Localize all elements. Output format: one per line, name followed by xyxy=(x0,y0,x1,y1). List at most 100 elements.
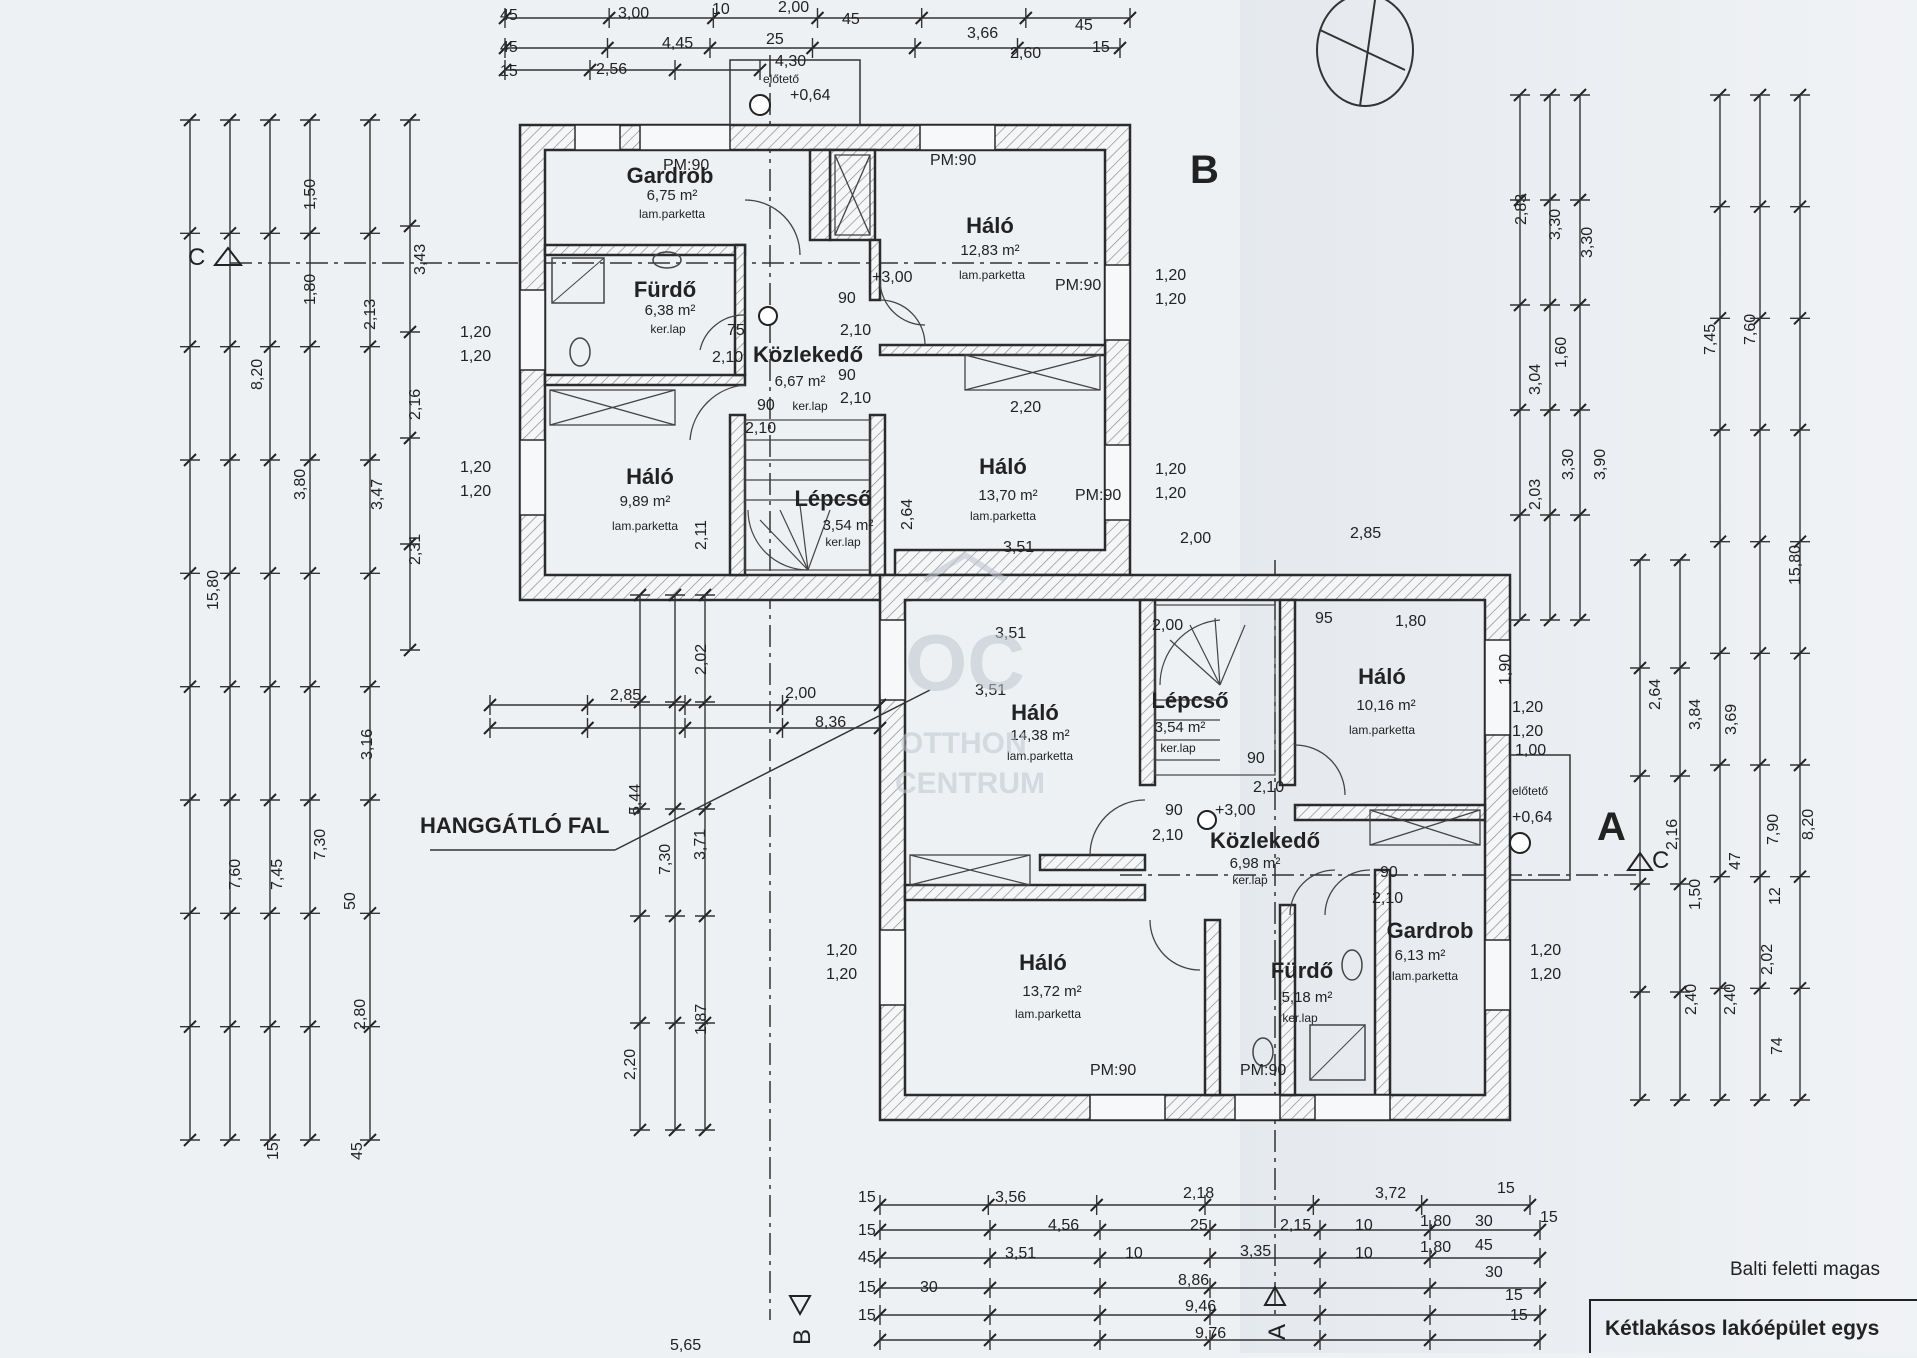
room-area: 9,89 m² xyxy=(620,493,671,510)
dim-label: 3,56 xyxy=(995,1189,1026,1206)
room-floor: ker.lap xyxy=(825,535,861,549)
dim-label: 3,43 xyxy=(412,244,429,275)
dim-label: 2,02 xyxy=(693,644,710,675)
room-area: 3,54 m² xyxy=(823,517,874,534)
opening-labels: PM:90 PM:90 PM:90 PM:90 PM:90 PM:90 1,20… xyxy=(460,152,1561,1079)
dim-label: 7,30 xyxy=(312,829,329,860)
room-floor: lam.parketta xyxy=(1349,723,1415,737)
room-area: 13,72 m² xyxy=(1022,983,1081,1000)
dim-label: 2,85 xyxy=(610,687,641,704)
room-a-kozlekedo: Közlekedő 6,98 m² ker.lap xyxy=(1210,828,1320,887)
room-b-halo-2: Háló 9,89 m² lam.parketta xyxy=(612,464,678,533)
room-b-halo-3: Háló 13,70 m² lam.parketta xyxy=(970,454,1038,523)
dim-label: 1,20 xyxy=(1155,267,1186,284)
dim-label: 2,56 xyxy=(596,61,627,78)
room-b-kozlekedo: Közlekedő 6,67 m² ker.lap xyxy=(753,342,863,413)
dim-label: 75 xyxy=(727,322,745,339)
room-b-gardrob: Gardrob 6,75 m² lam.parketta xyxy=(627,163,714,221)
room-floor: ker.lap xyxy=(1282,1011,1318,1025)
dim-label: 2,16 xyxy=(407,389,424,420)
dim-label: 1,20 xyxy=(460,348,491,365)
dim-label: 2,11 xyxy=(693,520,710,550)
dim-label: 3,30 xyxy=(1547,209,1564,240)
flat-b-closets xyxy=(549,154,1101,426)
dim-label: 47 xyxy=(1727,852,1744,870)
flat-b-stair-icon xyxy=(744,419,871,571)
room-area: 12,83 m² xyxy=(960,242,1019,259)
dim-label: 9,46 xyxy=(1185,1298,1216,1315)
flat-a-door-swings xyxy=(1089,744,1371,971)
dim-label: 25 xyxy=(766,31,784,48)
section-marker-c-right: C xyxy=(1626,847,1669,874)
dim-label: 90 xyxy=(1380,864,1398,881)
room-name: Háló xyxy=(979,454,1027,479)
pm-label: PM:90 xyxy=(1240,1062,1286,1079)
dim-label: 1,20 xyxy=(460,459,491,476)
dim-label: 1,20 xyxy=(1155,291,1186,308)
room-name: Háló xyxy=(626,464,674,489)
dim-label: 30 xyxy=(1475,1213,1493,1230)
room-area: 6,38 m² xyxy=(645,302,696,319)
dim-label: 2,03 xyxy=(1527,479,1544,510)
dim-label: 3,51 xyxy=(995,625,1026,642)
dim-label: 2,60 xyxy=(1010,45,1041,62)
entrance-b-canopy xyxy=(729,59,861,126)
room-name: Lépcső xyxy=(794,486,871,511)
dim-label: 3,16 xyxy=(359,729,376,760)
dim-label: 1,20 xyxy=(826,966,857,983)
dim-label: 2,20 xyxy=(622,1049,639,1080)
room-floor: ker.lap xyxy=(792,399,828,413)
dim-label: 1,80 xyxy=(1395,613,1426,630)
entrance-b-level: +0,64 xyxy=(790,87,831,104)
pm-label: PM:90 xyxy=(930,152,976,169)
room-floor: lam.parketta xyxy=(1015,1007,1081,1021)
dim-label: 15,80 xyxy=(205,570,222,610)
dim-label: 25 xyxy=(1190,1217,1208,1234)
dim-label: 4,45 xyxy=(662,35,693,52)
dim-label: 3,69 xyxy=(1723,704,1740,735)
dim-label: 15,80 xyxy=(1787,545,1804,585)
dim-label: 3,66 xyxy=(967,25,998,42)
dim-label: 1,60 xyxy=(1553,337,1570,368)
dim-label: 2,64 xyxy=(899,499,916,530)
bottom-dimensions: 3,56 2,18 3,72 15 4,56 25 2,15 10 1,80 3… xyxy=(670,1180,1558,1354)
watermark: OC OTTHON CENTRUM xyxy=(895,551,1045,800)
entrance-a-level: +0,64 xyxy=(1512,809,1553,826)
room-area: 14,38 m² xyxy=(1010,727,1069,744)
dim-label: 2,00 xyxy=(1180,530,1211,547)
dim-label: 1,20 xyxy=(460,324,491,341)
dim-label: 1,90 xyxy=(1497,654,1514,685)
dim-label: 3,80 xyxy=(292,469,309,500)
dim-label: 1,20 xyxy=(1530,942,1561,959)
flat-a-stair-icon xyxy=(1154,604,1276,776)
room-area: 13,70 m² xyxy=(978,487,1037,504)
dim-label: 8,20 xyxy=(1800,809,1817,840)
room-area: 5,18 m² xyxy=(1282,989,1333,1006)
dim-label: 1,20 xyxy=(1155,461,1186,478)
dim-label: 1,20 xyxy=(460,483,491,500)
north-arrow-icon xyxy=(1316,0,1414,107)
dim-label: 15 xyxy=(265,1142,282,1160)
room-name: Közlekedő xyxy=(1210,828,1320,853)
dim-label: 15 xyxy=(1540,1209,1558,1226)
dim-label: 90 xyxy=(1165,802,1183,819)
right-dimensions: 2,83 3,30 3,30 3,04 1,60 2,03 3,30 3,90 … xyxy=(1513,194,1817,1055)
room-area: 10,16 m² xyxy=(1356,697,1415,714)
dim-label: 7,60 xyxy=(1742,314,1759,345)
dim-label: 7,90 xyxy=(1765,814,1782,845)
dim-label: 2,10 xyxy=(745,420,776,437)
section-marker-c-left: C xyxy=(188,244,244,271)
dim-label: 90 xyxy=(757,397,775,414)
dim-label: 3,04 xyxy=(1527,364,1544,395)
dim-label: 7,30 xyxy=(657,844,674,875)
dim-label: 2,10 xyxy=(840,390,871,407)
pm-label: PM:90 xyxy=(1090,1062,1136,1079)
dim-label: 3,51 xyxy=(1005,1245,1036,1262)
dim-label: 12 xyxy=(1767,887,1784,905)
title-side-text: Balti feletti magas xyxy=(1730,1259,1880,1280)
room-area: 6,67 m² xyxy=(775,373,826,390)
dim-label: 2,13 xyxy=(362,299,379,330)
dim-label: 1,50 xyxy=(302,179,319,210)
